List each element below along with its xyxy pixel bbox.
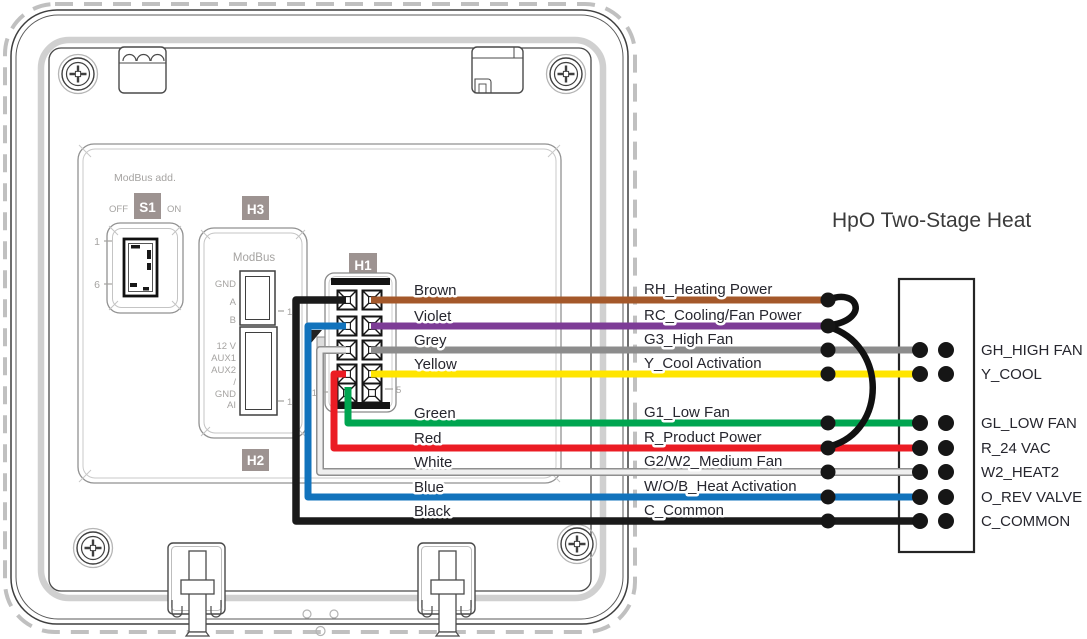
signal-label: RC_Cooling/Fan Power (644, 307, 802, 324)
case-edge-dashes (3, 2, 637, 634)
h1-bottom-bar (331, 402, 390, 409)
h1-badge-label: H1 (354, 258, 372, 273)
bottom-clip-left (167, 542, 226, 637)
h3-pin-aux2: AUX2 (211, 365, 236, 376)
signal-label: G3_High Fan (644, 331, 733, 348)
h3-connector: H3 ModBus GND A B 12 V AUX1 AUX2 / GND A… (198, 196, 308, 439)
wire-black (292, 296, 920, 525)
wire-color-label: White (414, 454, 452, 471)
h3-pin-ai: AI (227, 400, 236, 411)
terminal-label: GH_HIGH FAN (981, 342, 1083, 359)
h3-slot-bottom[interactable] (239, 326, 278, 416)
wire-red (330, 370, 920, 452)
wire-color-label: Green (414, 405, 456, 422)
terminal-label: GL_LOW FAN (981, 415, 1077, 432)
s1-switch-marks (130, 245, 151, 291)
h3-pin1-ticks (278, 310, 284, 402)
wire-color-label: Yellow (414, 356, 457, 373)
s1-badge-label: S1 (139, 200, 156, 215)
s1-dip-switch: ModBus add. S1 OFF ON 1 6 (94, 172, 184, 314)
h1-top-bar (331, 278, 390, 285)
signal-label: G2/W2_Medium Fan (644, 453, 782, 470)
signal-label: R_Product Power (644, 429, 762, 446)
signal-label: RH_Heating Power (644, 281, 772, 298)
wire-color-labels: Brown Violet Grey Yellow Green Red White… (412, 280, 460, 523)
bottom-clips (167, 542, 476, 637)
signal-label: Y_Cool Activation (644, 355, 762, 372)
signal-label: W/O/B_Heat Activation (644, 478, 797, 495)
h3-pin-gnd2: GND (215, 389, 236, 400)
h2-badge-label: H2 (247, 453, 264, 468)
wire-white (317, 347, 920, 475)
s1-switch-frame[interactable] (122, 237, 159, 298)
s1-off-label: OFF (109, 204, 128, 215)
s1-switch-inner (128, 243, 153, 292)
h1-badge (349, 253, 377, 276)
s1-switch-body (106, 222, 184, 314)
wire-color-label: Blue (414, 479, 444, 496)
h3-pin1-bottom: 1 (287, 397, 292, 408)
case-bezel-band (37, 36, 607, 602)
signal-labels: RH_Heating Power RC_Cooling/Fan Power G3… (642, 279, 805, 522)
terminal-label: O_REV VALVE (981, 489, 1082, 506)
h3-badge (242, 196, 269, 220)
top-clip-right (471, 46, 524, 94)
h3-pin-b: B (230, 315, 236, 326)
terminal-label: R_24 VAC (981, 440, 1051, 457)
screw-icon (556, 523, 598, 565)
screw-icon (72, 527, 114, 569)
terminal-block-outline (897, 277, 976, 554)
h1-pin-first: 1 (312, 388, 317, 399)
h3-pin-aux1: AUX1 (211, 353, 236, 364)
wire-blue (304, 322, 920, 501)
signal-label: G1_Low Fan (644, 404, 730, 421)
jumper-rh-rc (824, 293, 859, 329)
top-clips (118, 46, 524, 94)
h3-badge-label: H3 (247, 202, 265, 217)
s1-on-label: ON (167, 204, 181, 215)
case-holes (302, 609, 339, 637)
signal-label: C_Common (644, 502, 724, 519)
case-outer-line-2 (15, 14, 624, 620)
top-clip-left (118, 46, 167, 94)
wire-color-label: Red (414, 430, 442, 447)
screw-icon (57, 53, 99, 95)
terminal-labels: GH_HIGH FAN Y_COOL GL_LOW FAN R_24 VAC W… (981, 342, 1083, 530)
h2-badge (242, 449, 269, 471)
bottom-clip-right (417, 542, 476, 637)
terminal-label: C_COMMON (981, 513, 1070, 530)
modbus-add-label: ModBus add. (114, 172, 176, 184)
case-outer-line (10, 9, 629, 625)
terminal-label: W2_HEAT2 (981, 464, 1059, 481)
diagram-title: HpO Two-Stage Heat (832, 209, 1031, 232)
wire-color-label: Violet (414, 308, 452, 325)
jumper-wires (824, 293, 876, 450)
s1-dip-last: 6 (94, 279, 100, 291)
h3-slot-bottom-inner (245, 332, 272, 410)
wire-color-label: Black (414, 503, 451, 520)
s1-dip-first: 1 (94, 236, 100, 248)
wire-color-label: Brown (414, 282, 457, 299)
h3-slot-top-inner (245, 276, 270, 320)
terminal-block (897, 277, 976, 554)
h3-pin-slash: / (233, 377, 236, 388)
h3-title: ModBus (233, 252, 275, 264)
connection-dots (820, 292, 954, 529)
terminal-label: Y_COOL (981, 366, 1042, 383)
s1-badge (134, 193, 161, 219)
h3-pin-12v: 12 V (216, 341, 236, 352)
h3-pin-labels: GND A B 12 V AUX1 AUX2 / GND AI 1 1 (211, 279, 292, 411)
h3-pin-a: A (230, 297, 237, 308)
wire-green (344, 387, 920, 427)
h3-pin1-top: 1 (287, 307, 292, 318)
wire-color-label: Grey (414, 332, 447, 349)
jumper-rc-r (825, 323, 876, 450)
h1-pin-last: 5 (396, 385, 401, 396)
h3-pin-gnd: GND (215, 279, 236, 290)
screw-icon (545, 53, 587, 95)
